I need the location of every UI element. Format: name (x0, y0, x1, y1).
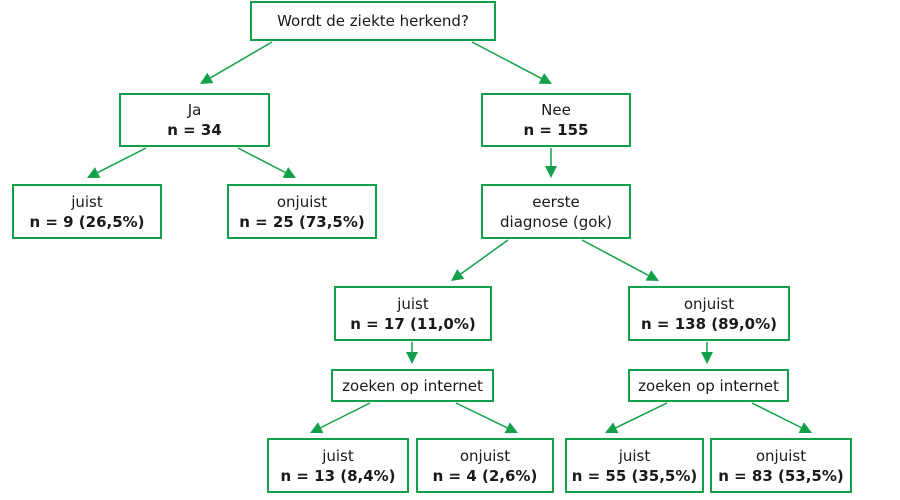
connector-ja-juist-arrowhead (87, 167, 101, 178)
connector-zoeken1-onjuist-arrowhead (504, 422, 518, 434)
ja-count: n = 34 (167, 121, 222, 139)
zoeken-2-juist-label: juist (618, 446, 651, 465)
zoeken-1-onjuist-node: onjuist n = 4 (2,6%) (416, 438, 554, 493)
zoeken-internet-label-2: zoeken op internet (638, 376, 779, 395)
nee-juist-label: juist (397, 294, 429, 313)
ja-juist-node: juist n = 9 (26,5%) (12, 184, 162, 239)
zoeken-1-juist-node: juist n = 13 (8,4%) (267, 438, 409, 493)
connector-zoeken1-juist-arrowhead (310, 422, 324, 433)
eerste-diagnose-line1: eerste (532, 192, 580, 211)
connector-eerste-onjuist-line (581, 239, 649, 277)
connector-eerste-onjuist-arrowhead (645, 270, 659, 281)
zoeken-1-onjuist-label: onjuist (459, 446, 511, 465)
nee-onjuist-count: n = 138 (89,0%) (641, 314, 777, 333)
nee-count: n = 155 (523, 121, 589, 139)
question-node: Wordt de ziekte herkend? (250, 1, 496, 41)
zoeken-2-onjuist-count: n = 83 (53,5%) (718, 466, 844, 485)
connector-ja-onjuist-arrowhead (282, 167, 296, 178)
connector-root-ja-line (209, 41, 273, 79)
connector-juist-zoeken-arrowhead (406, 352, 418, 364)
zoeken-2-juist-count: n = 55 (35,5%) (571, 466, 698, 485)
question-label: Wordt de ziekte herkend? (277, 12, 469, 30)
eerste-diagnose-node: eerste diagnose (gok) (481, 184, 631, 239)
nee-juist-count: n = 17 (11,0%) (350, 314, 476, 333)
connector-zoeken2-onjuist-line (751, 402, 802, 429)
zoeken-2-onjuist-label: onjuist (755, 446, 807, 465)
connector-root-nee-arrowhead (538, 73, 552, 84)
connector-onjuist-zoeken-arrowhead (701, 352, 713, 364)
zoeken-1-juist-count: n = 13 (8,4%) (280, 466, 396, 485)
connector-nee-eerste-arrowhead (545, 166, 557, 178)
connector-eerste-juist-arrowhead (451, 269, 465, 281)
connector-zoeken2-juist-arrowhead (605, 422, 619, 434)
zoeken-1-onjuist-count: n = 4 (2,6%) (432, 466, 538, 485)
connector-root-nee-line (471, 41, 542, 80)
nee-juist-node: juist n = 17 (11,0%) (334, 286, 492, 341)
connector-root-ja-arrowhead (200, 72, 214, 84)
zoeken-internet-node-2: zoeken op internet (628, 369, 789, 402)
ja-onjuist-node: onjuist n = 25 (73,5%) (227, 184, 377, 239)
nee-label: Nee (541, 101, 571, 119)
zoeken-internet-node-1: zoeken op internet (331, 369, 494, 402)
connector-zoeken2-juist-line (615, 402, 668, 429)
nee-onjuist-label: onjuist (683, 294, 735, 313)
zoeken-internet-label-1: zoeken op internet (342, 376, 483, 395)
ja-onjuist-count: n = 25 (73,5%) (239, 212, 365, 231)
ja-juist-count: n = 9 (26,5%) (29, 212, 145, 231)
connector-zoeken1-juist-line (320, 402, 371, 429)
nee-onjuist-node: onjuist n = 138 (89,0%) (628, 286, 790, 341)
connector-ja-juist-line (97, 147, 147, 174)
connector-zoeken2-onjuist-arrowhead (798, 422, 812, 433)
connector-eerste-juist-line (460, 239, 509, 275)
zoeken-2-juist-node: juist n = 55 (35,5%) (565, 438, 704, 493)
zoeken-2-onjuist-node: onjuist n = 83 (53,5%) (710, 438, 852, 493)
ja-juist-label: juist (71, 192, 103, 211)
connector-zoeken1-onjuist-line (455, 402, 508, 429)
zoeken-1-juist-label: juist (322, 446, 354, 465)
connector-ja-onjuist-line (237, 147, 286, 174)
ja-label: Ja (187, 101, 202, 119)
eerste-diagnose-line2: diagnose (gok) (500, 212, 612, 231)
ja-node: Ja n = 34 (119, 93, 270, 147)
nee-node: Nee n = 155 (481, 93, 631, 147)
ja-onjuist-label: onjuist (276, 192, 328, 211)
